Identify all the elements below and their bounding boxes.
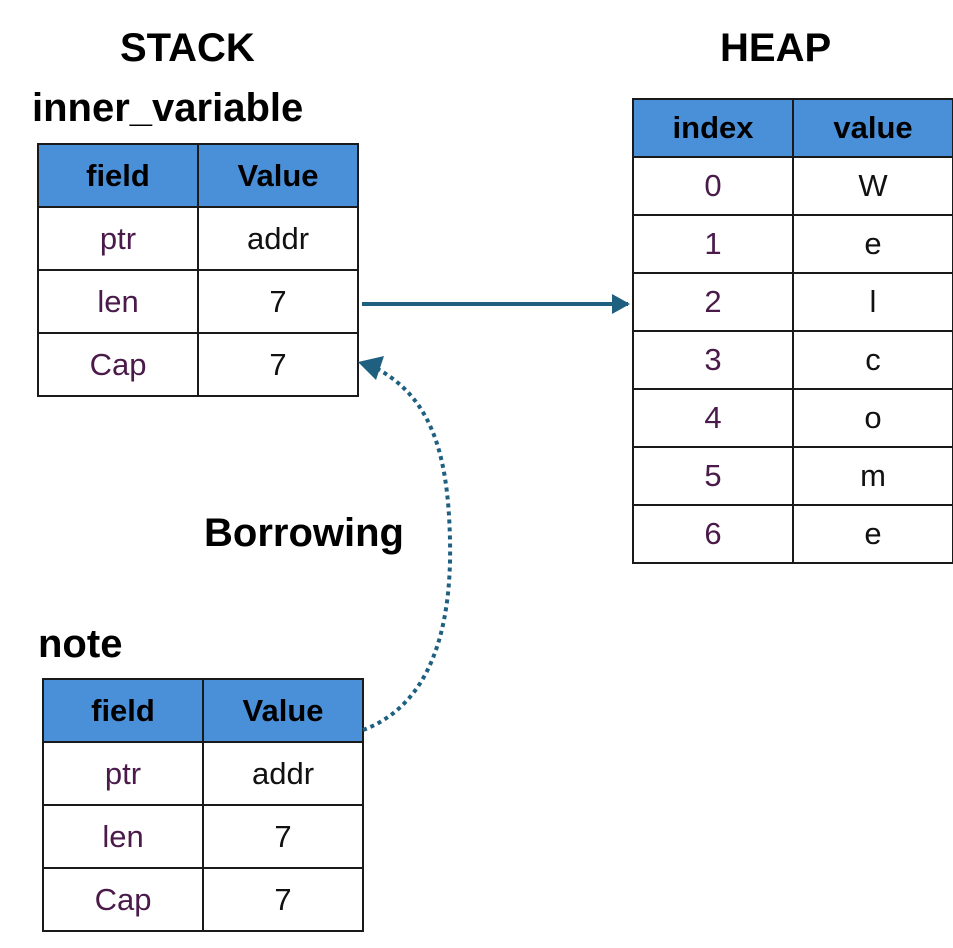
heap-heading: HEAP	[720, 26, 832, 70]
field-cell: Cap	[42, 867, 204, 932]
value-cell: m	[792, 446, 953, 506]
heap-table: index value 0 W 1 e 2 l 3 c 4 o 5 m 6 e	[632, 98, 953, 564]
field-cell: len	[37, 269, 199, 334]
note-table: field Value ptr addr len 7 Cap 7	[42, 678, 364, 932]
value-cell: addr	[197, 206, 359, 271]
value-cell: o	[792, 388, 953, 448]
value-cell: 7	[197, 269, 359, 334]
field-cell: len	[42, 804, 204, 869]
table-row: len 7	[42, 804, 364, 869]
column-header: field	[42, 678, 204, 743]
table-row: ptr addr	[37, 206, 359, 271]
table-row: 5 m	[632, 446, 953, 506]
field-cell: ptr	[42, 741, 204, 806]
column-header: Value	[197, 143, 359, 208]
index-cell: 5	[632, 446, 794, 506]
column-header: field	[37, 143, 199, 208]
value-cell: addr	[202, 741, 364, 806]
field-cell: Cap	[37, 332, 199, 397]
index-cell: 6	[632, 504, 794, 564]
table-row: Cap 7	[37, 332, 359, 397]
table-row: 0 W	[632, 156, 953, 216]
inner-variable-table: field Value ptr addr len 7 Cap 7	[37, 143, 359, 397]
value-cell: 7	[197, 332, 359, 397]
borrow-arrow-head	[358, 356, 384, 380]
note-title: note	[38, 622, 123, 666]
table-row: ptr addr	[42, 741, 364, 806]
inner-variable-title: inner_variable	[32, 86, 304, 130]
table-row: 1 e	[632, 214, 953, 274]
table-row: 4 o	[632, 388, 953, 448]
column-header: index	[632, 98, 794, 158]
value-cell: e	[792, 504, 953, 564]
value-cell: W	[792, 156, 953, 216]
column-header: value	[792, 98, 953, 158]
table-row: Cap 7	[42, 867, 364, 932]
table-row: 3 c	[632, 330, 953, 390]
stack-heading: STACK	[120, 26, 255, 70]
value-cell: 7	[202, 804, 364, 869]
value-cell: l	[792, 272, 953, 332]
field-cell: ptr	[37, 206, 199, 271]
table-header-row: index value	[632, 98, 953, 158]
table-header-row: field Value	[42, 678, 364, 743]
table-row: 2 l	[632, 272, 953, 332]
index-cell: 1	[632, 214, 794, 274]
table-row: 6 e	[632, 504, 953, 564]
pointer-arrow-head	[612, 294, 630, 314]
value-cell: c	[792, 330, 953, 390]
table-header-row: field Value	[37, 143, 359, 208]
column-header: Value	[202, 678, 364, 743]
index-cell: 2	[632, 272, 794, 332]
index-cell: 3	[632, 330, 794, 390]
value-cell: 7	[202, 867, 364, 932]
index-cell: 4	[632, 388, 794, 448]
borrowing-label: Borrowing	[204, 511, 404, 555]
index-cell: 0	[632, 156, 794, 216]
value-cell: e	[792, 214, 953, 274]
table-row: len 7	[37, 269, 359, 334]
